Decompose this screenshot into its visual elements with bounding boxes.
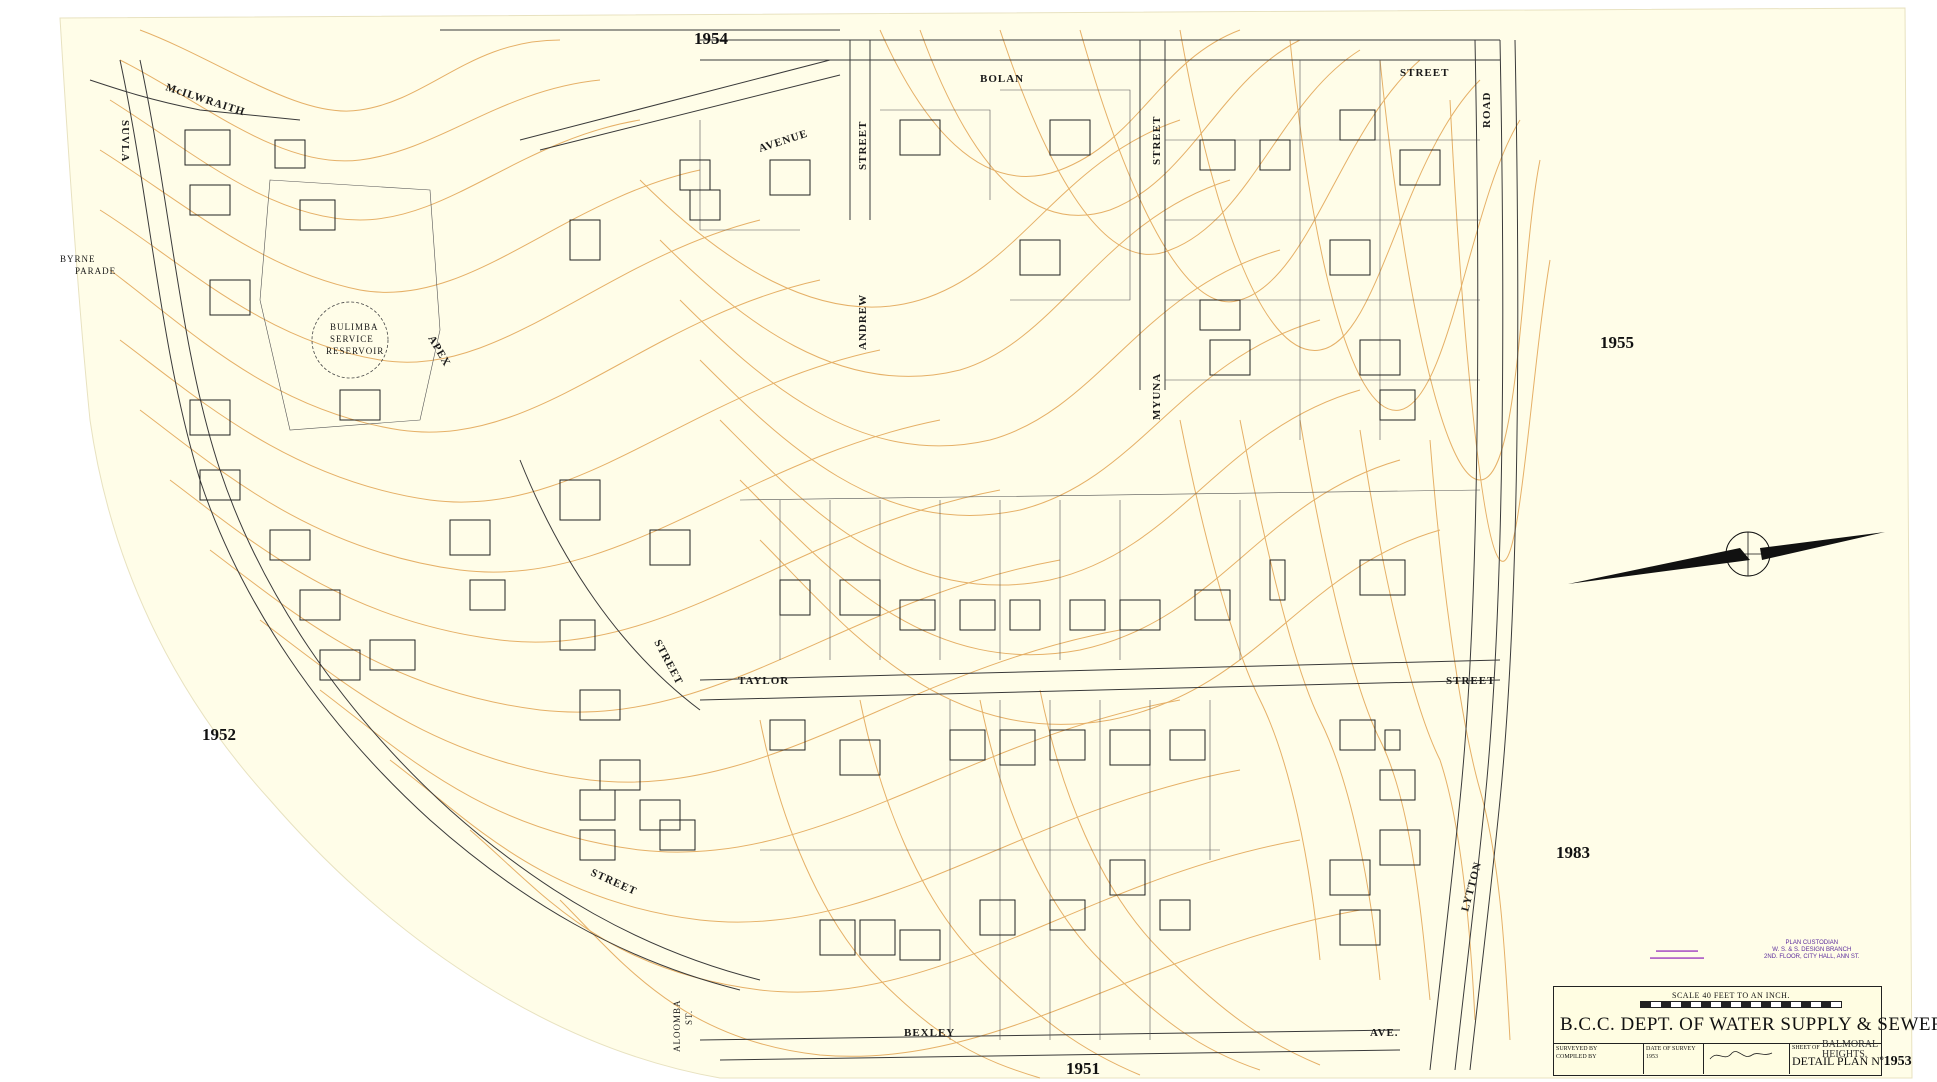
label-taylor: TAYLOR [738,675,789,687]
label-road: ROAD [1481,92,1493,128]
label-myuna-street: STREET [1151,116,1163,165]
property-boundaries [259,60,1481,1040]
signature-cell [1704,1044,1790,1074]
reservoir-circle [311,301,389,379]
survey-year: 1953 [1646,1054,1658,1060]
label-bexley: BEXLEY [904,1027,955,1039]
detail-plan-number: 1953 [1883,1054,1912,1069]
label-myuna: MYUNA [1151,373,1163,420]
label-andrew-street: STREET [857,121,869,170]
detail-plan-cell: SHEET OF DETAIL PLAN Nº1953 [1790,1044,1912,1074]
title-block: SCALE 40 FEET TO AN INCH. B.C.C. DEPT. O… [1553,986,1937,1076]
label-parade: PARADE [75,266,116,276]
buildings [184,109,1441,961]
adjacent-sheet-north: 1954 [694,29,729,48]
suburb-line-2: HEIGHTS. [1822,1049,1868,1060]
label-bolan: BOLAN [980,73,1024,85]
title-block-details: SURVEYED BY COMPILED BY DATE OF SURVEY 1… [1554,1043,1912,1074]
map-paper-outline [59,7,1913,1079]
label-taylor-street: STREET [1446,675,1495,687]
suburb-line-1: BALMORAL [1822,1039,1879,1050]
custodian-line-2: W. S. & S. DESIGN BRANCH [1772,947,1852,953]
suburb-name: BALMORAL HEIGHTS. [1822,1040,1878,1060]
survey-date: DATE OF SURVEY 1953 [1644,1044,1704,1074]
road-linework [89,29,1519,1071]
adjacent-sheet-west: 1952 [202,725,236,744]
survey-credits: SURVEYED BY COMPILED BY [1554,1044,1644,1074]
custodian-line-1: PLAN CUSTODIAN [1785,940,1839,946]
label-andrew: ANDREW [857,294,869,350]
surveyed-by-label: SURVEYED BY [1556,1046,1598,1052]
label-ave: AVE. [1370,1027,1399,1039]
scale-text: SCALE 40 FEET TO AN INCH. [1672,991,1790,1000]
detail-plan-label: DETAIL PLAN Nº1953 [1792,1054,1912,1069]
scale-bar [1640,1001,1842,1008]
label-street-top: STREET [1400,67,1449,79]
restriction-stamp: ▬▬▬▬▬▬▬▬▬▬▬▬▬▬▬▬ [1650,948,1704,961]
sheet-of-label: SHEET OF [1792,1045,1820,1051]
adjacent-sheet-south: 1951 [1066,1059,1100,1078]
label-byrne: BYRNE [60,254,96,264]
plan-title: B.C.C. DEPT. OF WATER SUPPLY & SEWERAGE. [1560,1014,1937,1035]
label-suvla: SUVLA [119,120,131,162]
label-aloomba-st: ST. [684,1010,694,1025]
label-reservoir-2: SERVICE [330,334,374,344]
custodian-line-3: 2ND. FLOOR, CITY HALL, ANN ST. [1764,954,1860,960]
label-reservoir-1: BULIMBA [330,322,379,332]
label-aloomba: ALOOMBA [672,999,682,1052]
label-reservoir-3: RESERVOIR [326,346,384,356]
adjacent-sheet-east: 1955 [1600,333,1634,352]
date-of-survey-label: DATE OF SURVEY [1646,1046,1696,1052]
north-arrow-icon [1568,531,1885,584]
signature [1709,1051,1773,1060]
custodian-stamp: PLAN CUSTODIAN W. S. & S. DESIGN BRANCH … [1764,940,1860,961]
compiled-by-label: COMPILED BY [1556,1054,1597,1060]
adjacent-sheet-southeast: 1983 [1556,843,1590,862]
